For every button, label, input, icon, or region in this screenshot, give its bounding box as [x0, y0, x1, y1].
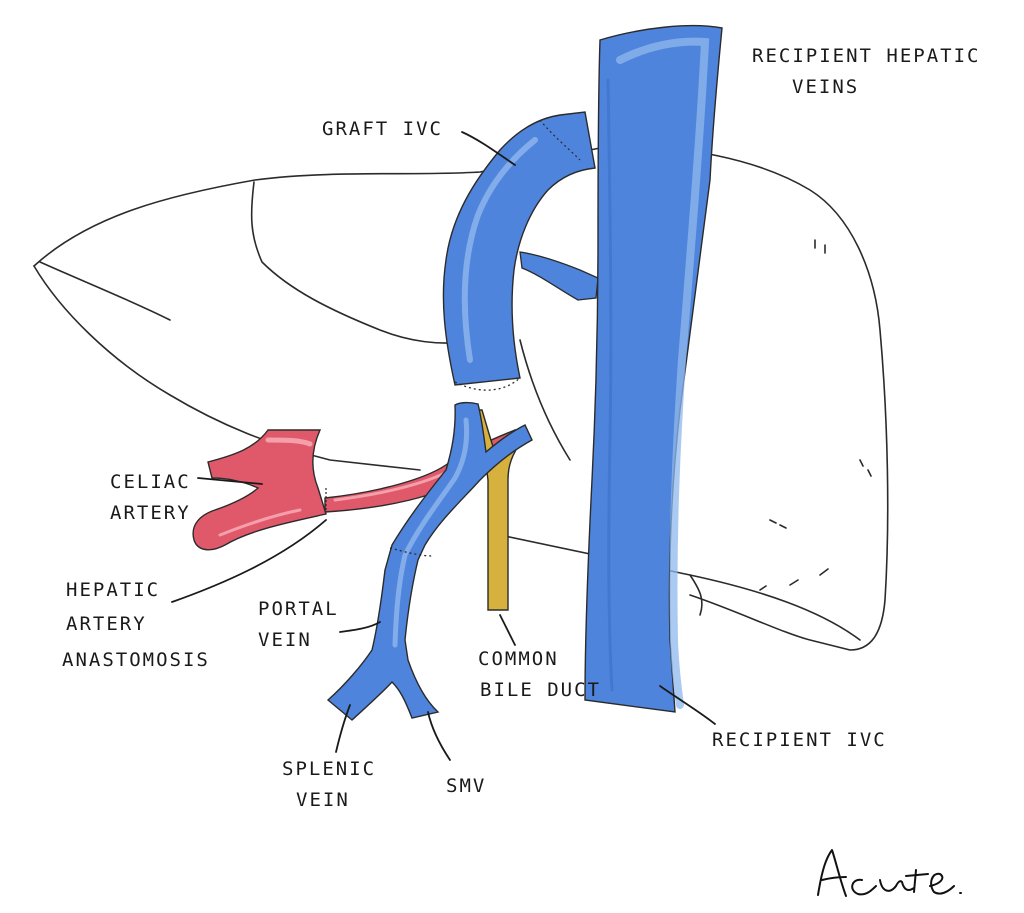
label-splenic-vein-line2: VEIN: [296, 789, 350, 811]
leader-celiac-artery: [197, 477, 263, 485]
label-portal-vein-line1: PORTAL: [258, 598, 339, 620]
label-celiac-artery-line1: CELIAC: [110, 471, 191, 493]
recipient-ivc-shape: [584, 24, 723, 713]
label-graft-ivc: GRAFT IVC: [322, 118, 443, 140]
portal-vein-shape: [326, 401, 533, 721]
celiac-artery-shape: [192, 429, 327, 551]
label-recipient-ivc: RECIPIENT IVC: [712, 729, 887, 751]
leader-splenic-vein: [335, 704, 351, 753]
label-common-bile-duct-line1: COMMON: [478, 648, 559, 670]
label-celiac-artery-line2: ARTERY: [110, 502, 191, 524]
label-portal-vein-line2: VEIN: [258, 629, 312, 651]
hepatic-vein-branches: [519, 251, 599, 301]
label-smv: SMV: [446, 775, 486, 797]
label-recipient-hepatic-veins-line2: VEINS: [792, 76, 859, 98]
leader-lines: [171, 131, 716, 761]
labels: RECIPIENT HEPATIC VEINS GRAFT IVC CELIAC…: [62, 45, 980, 811]
label-hepatic-artery-anastomosis-line1: HEPATIC: [66, 579, 160, 601]
leader-portal-vein: [339, 621, 381, 633]
leader-recipient-ivc: [659, 685, 716, 725]
label-hepatic-artery-anastomosis-line3: ANASTOMOSIS: [62, 649, 210, 671]
label-hepatic-artery-anastomosis-line2: ARTERY: [66, 613, 147, 635]
graft-ivc-shape: [442, 111, 596, 391]
leader-common-bile-duct: [499, 614, 516, 646]
liver-outline: [33, 146, 889, 651]
leader-smv: [427, 711, 451, 761]
signature-mark: [817, 849, 962, 897]
label-splenic-vein-line1: SPLENIC: [282, 758, 376, 780]
leader-hepatic-artery-anastomosis: [171, 519, 327, 603]
label-recipient-hepatic-veins-line1: RECIPIENT HEPATIC: [752, 45, 980, 67]
label-common-bile-duct-line2: BILE DUCT: [480, 679, 601, 701]
leader-graft-ivc: [461, 131, 516, 166]
